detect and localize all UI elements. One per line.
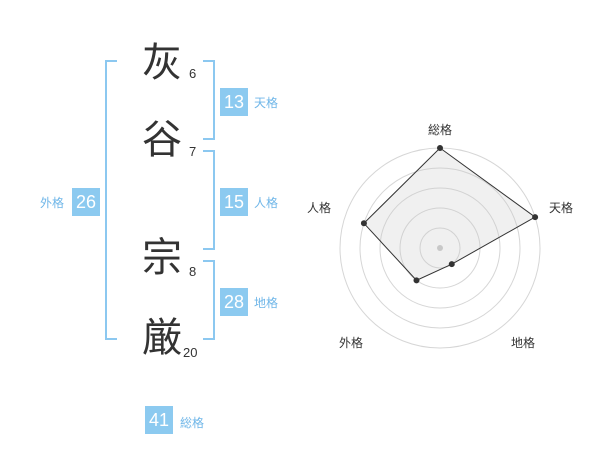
name-char-2: 谷 (142, 117, 182, 163)
stroke-count-4: 20 (183, 345, 198, 360)
radar-point-0 (437, 145, 443, 151)
radar-axis-label-gaikaku: 外格 (339, 336, 364, 350)
jinkaku-badge: 15 (220, 188, 248, 216)
name-char-3: 宗 (142, 235, 182, 281)
gaikaku-bracket (105, 60, 117, 340)
chikaku-label: 地格 (254, 296, 279, 310)
radar-point-4 (360, 220, 367, 227)
tenkaku-label: 天格 (254, 96, 279, 110)
tenkaku-bracket (203, 60, 215, 140)
radar-axis-label-soukaku: 総格 (428, 123, 453, 137)
soukaku-badge: 41 (145, 406, 173, 434)
soukaku-label: 総格 (180, 416, 205, 430)
radar-center-point (437, 245, 443, 251)
radar-area (363, 147, 537, 281)
radar-ring (419, 227, 461, 269)
radar-axis-label-chikaku: 地格 (511, 336, 536, 350)
chikaku-badge: 28 (220, 288, 248, 316)
gaikaku-label: 外格 (40, 196, 65, 210)
jinkaku-bracket (203, 150, 215, 250)
radar-point-3 (413, 277, 420, 284)
stroke-count-1: 6 (189, 66, 197, 81)
stroke-count-2: 7 (189, 144, 197, 159)
jinkaku-label: 人格 (254, 196, 279, 210)
tenkaku-badge: 13 (220, 88, 248, 116)
gaikaku-badge: 26 (72, 188, 100, 216)
chikaku-bracket (203, 260, 215, 340)
radar-point-2 (448, 261, 455, 268)
stroke-count-3: 8 (189, 264, 197, 279)
radar-ring (379, 187, 501, 309)
radar-ring (359, 167, 521, 329)
radar-axis-label-tenkaku: 天格 (549, 201, 574, 215)
radar-axis-label-jinkaku: 人格 (307, 201, 332, 215)
radar-point-1 (532, 214, 539, 221)
name-char-1: 灰 (142, 40, 182, 86)
name-char-4: 厳 (142, 315, 182, 361)
